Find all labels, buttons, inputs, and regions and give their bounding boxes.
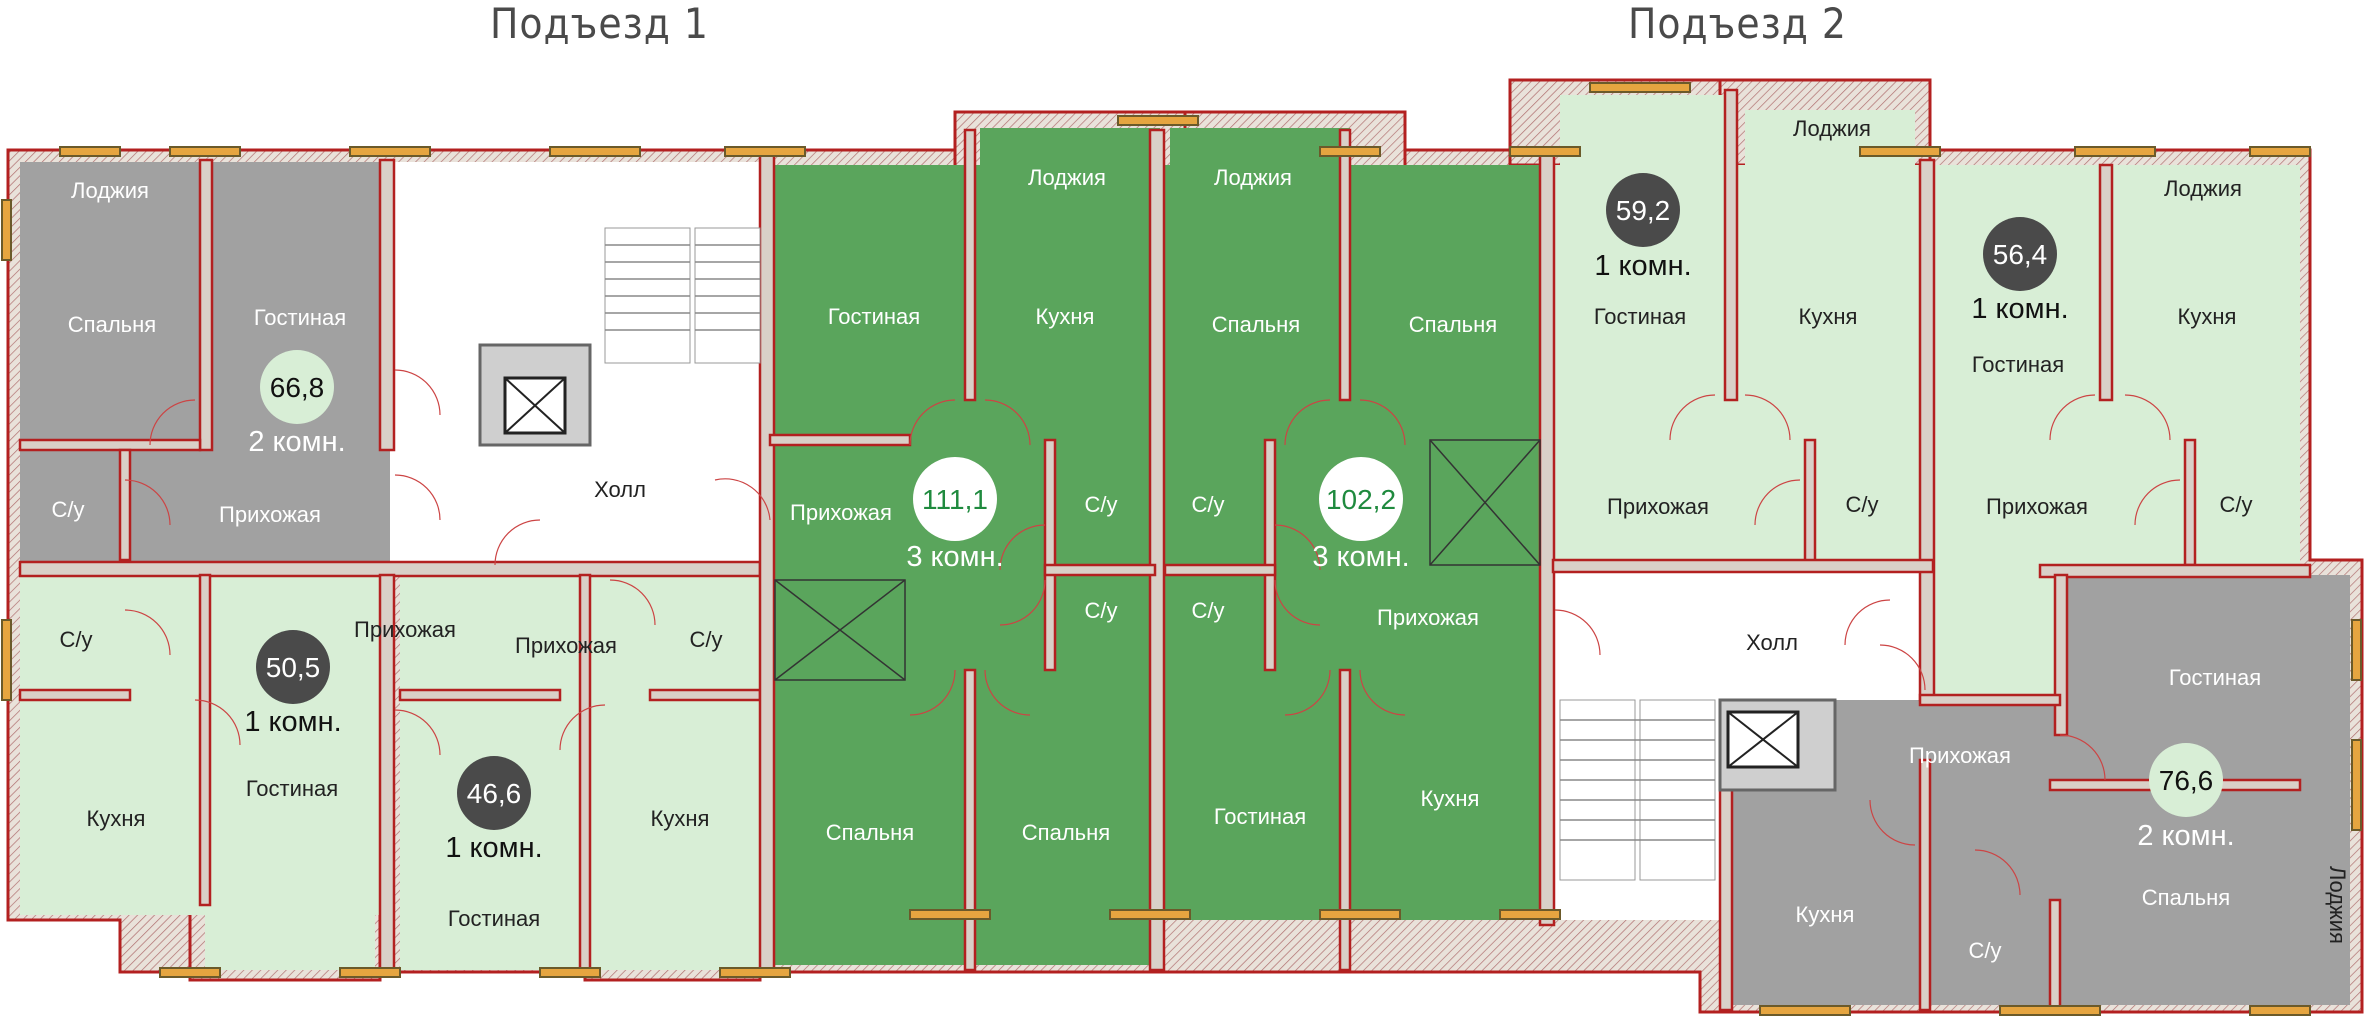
apartment-102-badge[interactable]: 102,2 3 комн. (1312, 457, 1410, 573)
apartment-466-badge[interactable]: 46,6 1 комн. (445, 756, 543, 864)
room-label: Гостиная (448, 906, 540, 931)
apartment-area: 76,6 (2159, 765, 2214, 796)
apartment-area: 50,5 (266, 652, 321, 683)
room-label: С/у (690, 627, 723, 652)
apartment-rooms: 1 комн. (244, 706, 341, 738)
room-label: Кухня (651, 806, 710, 831)
room-label: С/у (60, 627, 93, 652)
room-label: Спальня (1212, 312, 1300, 337)
room-label: С/у (2220, 492, 2253, 517)
room-label: Кухня (1796, 902, 1855, 927)
apartment-505-badge[interactable]: 50,5 1 комн. (244, 630, 342, 738)
apartment-rooms: 1 комн. (445, 832, 542, 864)
apartment-766-badge[interactable]: 76,6 2 комн. (2137, 743, 2235, 852)
room-label: Прихожая (1909, 743, 2011, 768)
apartment-area: 102,2 (1326, 484, 1396, 515)
room-label: Кухня (1799, 304, 1858, 329)
room-label: Гостиная (254, 305, 346, 330)
room-label: Спальня (68, 312, 156, 337)
shafts (774, 439, 1541, 681)
apartment-592-badge[interactable]: 59,2 1 комн. (1594, 173, 1692, 282)
room-label: Лоджия (1214, 165, 1292, 190)
apartment-rooms: 3 комн. (906, 541, 1003, 573)
apartment-area: 111,1 (922, 484, 988, 515)
entrance-2-label: Подъезд 2 (1628, 0, 1847, 48)
room-label: Гостиная (2169, 665, 2261, 690)
interior-walls (18, 88, 2312, 1012)
apartment-rooms: 2 комн. (2137, 820, 2234, 852)
room-label: Кухня (87, 806, 146, 831)
room-label: С/у (1085, 492, 1118, 517)
room-label: Лоджия (2164, 176, 2242, 201)
apartment-564-fill (1930, 165, 2300, 695)
apartment-102-fill (1165, 128, 1545, 920)
apartment-564-badge[interactable]: 56,4 1 комн. (1971, 217, 2069, 325)
room-label: Прихожая (515, 633, 617, 658)
room-label: Кухня (2178, 304, 2237, 329)
apartment-rooms: 2 комн. (248, 426, 345, 458)
room-label: Лоджия (1793, 116, 1871, 141)
room-label: Гостиная (1972, 352, 2064, 377)
room-label: Спальня (2142, 885, 2230, 910)
apartment-area: 66,8 (270, 372, 325, 403)
apartment-area: 46,6 (467, 778, 522, 809)
room-label: Лоджия (71, 178, 149, 203)
apartment-rooms: 3 комн. (1312, 541, 1409, 573)
door-swings (124, 369, 2181, 896)
room-label: Кухня (474, 268, 533, 293)
stairs-1 (478, 227, 761, 447)
room-label: Холл (1746, 630, 1798, 655)
room-label: Прихожая (1986, 494, 2088, 519)
room-label: С/у (1085, 598, 1118, 623)
room-label: Прихожая (1377, 605, 1479, 630)
room-label: Кухня (1036, 304, 1095, 329)
room-label: С/у (52, 497, 85, 522)
apartment-rooms: 1 комн. (1594, 250, 1691, 282)
room-label: Гостиная (1594, 304, 1686, 329)
room-label: С/у (1192, 598, 1225, 623)
windows (1, 82, 2362, 1016)
entrance-1-label: Подъезд 1 (490, 0, 709, 48)
room-label: Прихожая (790, 500, 892, 525)
room-label: Прихожая (219, 502, 321, 527)
room-label: Прихожая (354, 617, 456, 642)
room-label: С/у (1969, 938, 2002, 963)
room-label: Спальня (1409, 312, 1497, 337)
apartment-area: 56,4 (1993, 239, 2048, 270)
apartment-66-badge[interactable]: 66,8 2 комн. (248, 350, 346, 458)
room-label: Лоджия (2325, 866, 2350, 944)
room-label: Прихожая (1607, 494, 1709, 519)
room-label: Гостиная (1214, 804, 1306, 829)
room-label: Лоджия (1028, 165, 1106, 190)
room-label: Гостиная (828, 304, 920, 329)
room-label: С/у (1192, 492, 1225, 517)
room-labels: Лоджия Спальня Гостиная Кухня С/у Прихож… (52, 116, 2351, 963)
stairs-2 (1559, 698, 1837, 881)
room-label: С/у (1846, 492, 1879, 517)
room-label: Кухня (1421, 786, 1480, 811)
room-label: Холл (594, 477, 646, 502)
apartment-area: 59,2 (1616, 195, 1671, 226)
apartment-rooms: 1 комн. (1971, 293, 2068, 325)
room-label: Гостиная (246, 776, 338, 801)
room-label: Спальня (826, 820, 914, 845)
apartment-111-badge[interactable]: 111,1 3 комн. (906, 457, 1004, 573)
room-label: Спальня (1022, 820, 1110, 845)
